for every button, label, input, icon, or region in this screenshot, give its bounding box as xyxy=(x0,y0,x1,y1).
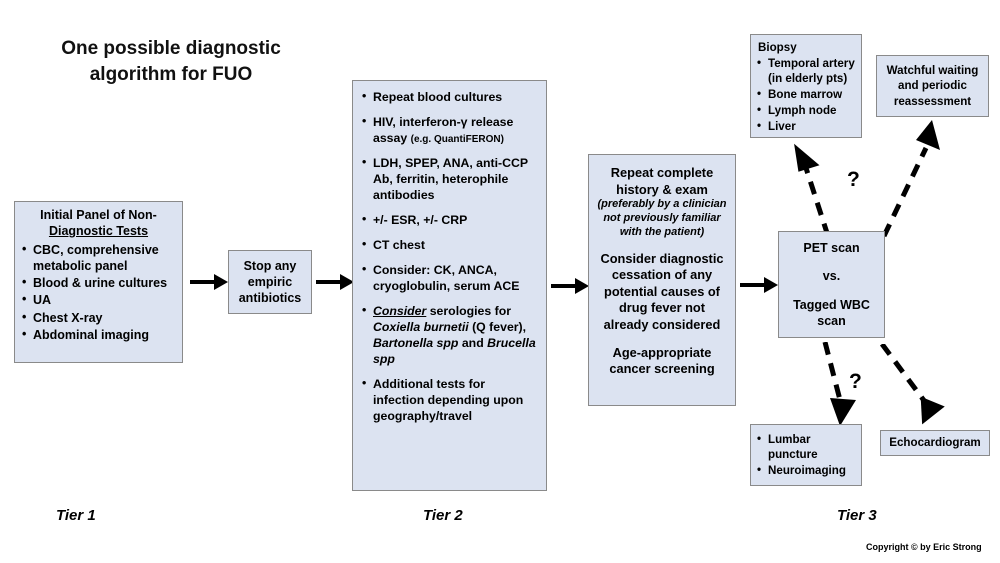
list-item: Chest X-ray xyxy=(21,308,176,326)
repeat-exam-note-line1: (preferably by a clinician xyxy=(597,198,727,211)
dashed-arrow-pet-to-lumbar xyxy=(790,341,860,435)
stop-antibiotics-line2: empiric xyxy=(247,274,293,289)
copyright-text: Copyright © by Eric Strong xyxy=(866,542,982,552)
tier-1-label: Tier 1 xyxy=(56,507,96,524)
pet-scan-line3: Tagged WBC xyxy=(793,297,870,312)
arrow-stop-to-tier2 xyxy=(316,272,354,297)
tier-3-label: Tier 3 xyxy=(837,507,877,524)
repeat-exam-head-line2: history & exam xyxy=(616,181,708,197)
dashed-arrow-pet-to-watchful xyxy=(870,118,950,245)
pet-scan-line2: vs. xyxy=(822,269,841,284)
watchful-line1: Watchful waiting xyxy=(886,64,979,78)
arrow-tier2-to-repeat-exam xyxy=(551,276,589,301)
repeat-exam-note: (preferably by a clinician not previousl… xyxy=(595,198,729,239)
biopsy-header: Biopsy xyxy=(758,41,797,54)
list-item: Liver xyxy=(756,118,856,134)
arrow-tier1-to-stop xyxy=(190,272,228,297)
initial-panel-list: CBC, comprehensive metabolic panel Blood… xyxy=(21,241,176,344)
spacer xyxy=(779,256,884,268)
repeat-exam-note-line2: not previously familiar xyxy=(603,212,721,224)
tier2-list: Repeat blood cultures HIV, interferon-γ … xyxy=(361,89,538,425)
repeat-exam-body-line5: already considered xyxy=(603,317,721,332)
list-item: Consider: CK, ANCA, cryoglobulin, serum … xyxy=(361,262,538,295)
list-item: Abdominal imaging xyxy=(21,326,176,343)
question-mark-lower: ? xyxy=(849,370,862,393)
repeat-exam-body-line3: potential causes of xyxy=(604,283,720,299)
page-title: One possible diagnostic algorithm for FU… xyxy=(26,36,316,87)
spacer xyxy=(779,285,884,297)
watchful-waiting-box[interactable]: Watchful waiting and periodic reassessme… xyxy=(876,55,989,117)
list-item: CBC, comprehensive metabolic panel xyxy=(21,241,176,275)
stop-antibiotics-line1: Stop any xyxy=(243,258,297,273)
initial-panel-header: Initial Panel of Non- Diagnostic Tests xyxy=(21,207,176,240)
dashed-arrow-pet-to-echo xyxy=(872,342,958,437)
repeat-exam-body-line2: cessation of any xyxy=(611,267,713,283)
initial-panel-box[interactable]: Initial Panel of Non- Diagnostic Tests C… xyxy=(14,201,183,363)
lumbar-neuro-box[interactable]: Lumbar puncture Neuroimaging xyxy=(750,424,862,486)
pet-scan-line1: PET scan xyxy=(803,241,860,255)
watchful-line3: reassessment xyxy=(893,94,972,108)
pet-scan-box[interactable]: PET scan vs. Tagged WBC scan xyxy=(778,231,885,338)
list-item: Neuroimaging xyxy=(756,462,856,478)
stop-antibiotics-box[interactable]: Stop any empiric antibiotics xyxy=(228,250,312,314)
repeat-exam-tail-line2: cancer screening xyxy=(609,361,715,377)
dashed-arrow-pet-to-biopsy xyxy=(780,140,850,245)
serologies-coxiella: Coxiella burnetii xyxy=(373,319,469,334)
repeat-exam-box[interactable]: Repeat complete history & exam (preferab… xyxy=(588,154,736,406)
list-item: UA xyxy=(21,291,176,308)
list-item: Lymph node xyxy=(756,102,856,118)
repeat-exam-note-line3: with the patient) xyxy=(619,225,705,238)
biopsy-box[interactable]: Biopsy Temporal artery (in elderly pts) … xyxy=(750,34,862,138)
arrow-repeat-exam-to-pet xyxy=(740,275,778,300)
list-item: Temporal artery (in elderly pts) xyxy=(756,55,856,86)
list-item-note: (e.g. QuantiFERON) xyxy=(410,133,504,145)
page-title-line2: algorithm for FUO xyxy=(89,63,253,85)
spacer xyxy=(595,334,729,345)
serologies-text-b: (Q fever), xyxy=(468,319,527,334)
repeat-exam-head-line1: Repeat complete xyxy=(610,165,714,180)
tier2-tests-box[interactable]: Repeat blood cultures HIV, interferon-γ … xyxy=(352,80,547,491)
serologies-consider: Consider xyxy=(373,303,427,318)
list-item-serologies: Consider serologies for Coxiella burneti… xyxy=(361,303,538,368)
list-item: Additional tests for infection depending… xyxy=(361,376,538,425)
list-item: Blood & urine cultures xyxy=(21,274,176,291)
list-item: +/- ESR, +/- CRP xyxy=(361,212,538,229)
question-mark-upper: ? xyxy=(847,168,860,191)
list-item: HIV, interferon-γ release assay (e.g. Qu… xyxy=(361,114,538,147)
page-title-line1: One possible diagnostic xyxy=(61,38,281,59)
repeat-exam-body-line4: drug fever not xyxy=(618,300,706,316)
echocardiogram-box[interactable]: Echocardiogram xyxy=(880,430,990,456)
repeat-exam-body-line1: Consider diagnostic xyxy=(600,250,724,266)
spacer xyxy=(595,240,729,251)
list-item: CT chest xyxy=(361,237,538,254)
repeat-exam-tail-line1: Age-appropriate xyxy=(612,344,712,360)
serologies-text-a: serologies for xyxy=(426,303,512,318)
tier-2-label: Tier 2 xyxy=(423,507,463,524)
serologies-text-c: and xyxy=(458,335,488,350)
serologies-brucella: Brucella spp xyxy=(373,335,536,366)
list-item: Bone marrow xyxy=(756,86,856,102)
lumbar-list: Lumbar puncture Neuroimaging xyxy=(756,431,856,478)
biopsy-list: Temporal artery (in elderly pts) Bone ma… xyxy=(756,55,856,134)
initial-panel-header-line2: Diagnostic Tests xyxy=(48,224,149,239)
serologies-bartonella: Bartonella spp xyxy=(373,335,459,350)
list-item-text: HIV, interferon-γ release assay xyxy=(373,114,514,145)
echo-label: Echocardiogram xyxy=(889,436,981,450)
list-item: Repeat blood cultures xyxy=(361,89,538,106)
initial-panel-header-line1: Initial Panel of Non- xyxy=(40,208,157,222)
pet-scan-line4: scan xyxy=(817,313,846,328)
list-item: Lumbar puncture xyxy=(756,431,856,462)
list-item: LDH, SPEP, ANA, anti-CCP Ab, ferritin, h… xyxy=(361,155,538,204)
stop-antibiotics-line3: antibiotics xyxy=(238,291,302,306)
watchful-line2: and periodic xyxy=(898,79,967,93)
